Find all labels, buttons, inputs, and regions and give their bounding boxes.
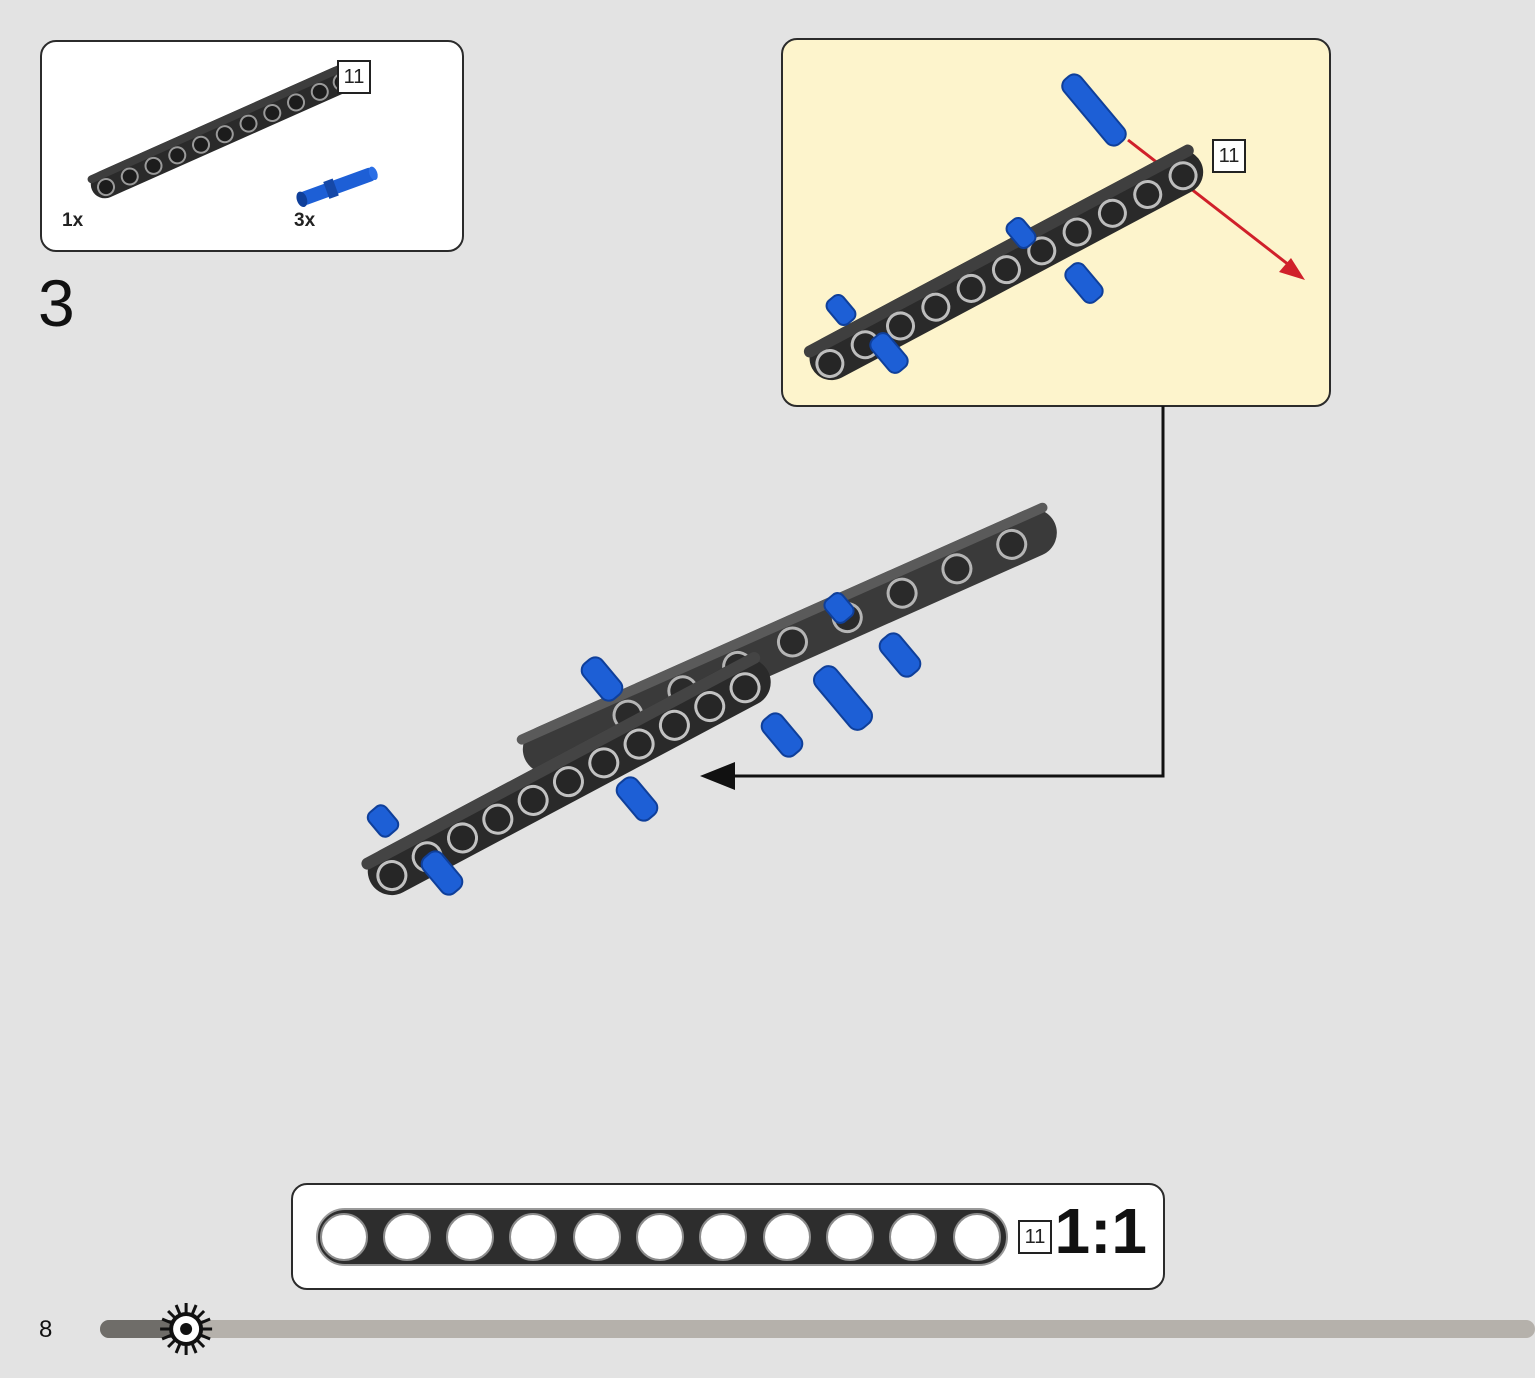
page-number: 8 [39,1316,53,1343]
scale-beam [316,1208,1008,1266]
callout-connector [735,406,1165,778]
sub-assembly-beam [803,144,1204,381]
scale-ratio: 1:1 [1054,1195,1148,1267]
gear-icon [160,1303,213,1355]
beam-quantity: 1x [62,210,84,231]
length-tag: 11 [1212,139,1246,173]
blue-pins [366,592,922,896]
pin-quantity: 3x [294,210,316,231]
length-tag: 11 [1018,1220,1052,1254]
scale-check-box: 11 1:1 [291,1183,1165,1290]
progress-bar [100,1303,1535,1355]
length-tag: 11 [337,60,371,94]
sub-assembly-illustration [803,73,1305,381]
blue-pin-part [296,166,378,208]
parts-list-box: 11 1x 3x [40,40,464,252]
sub-assembly-callout: 11 [781,38,1331,407]
callout-arrowhead [700,762,735,790]
progress-fill [100,1320,187,1338]
step-number: 3 [38,266,75,340]
